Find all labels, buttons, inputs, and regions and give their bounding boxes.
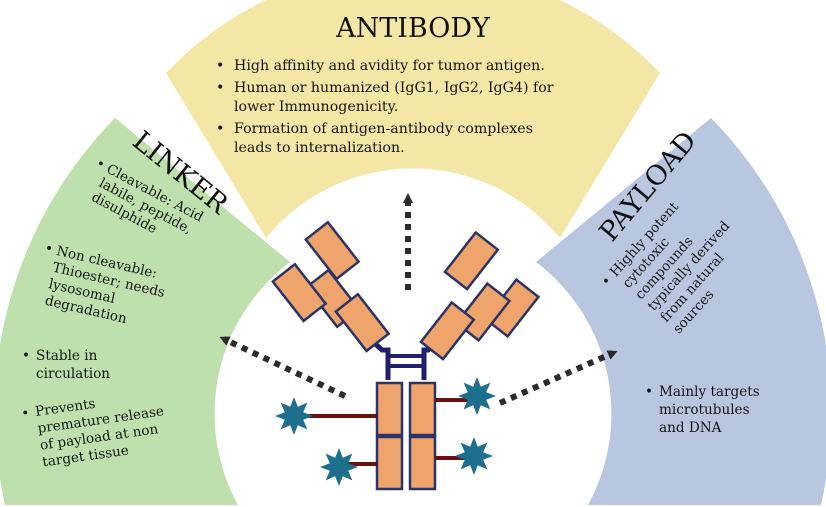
heavy-chain-domain — [443, 230, 500, 291]
fc-domain — [408, 435, 437, 491]
antibody-molecule — [271, 220, 541, 491]
bullet-text-line: Formation of antigen-antibody complexes — [234, 121, 533, 137]
bullet-dot: • — [43, 240, 54, 257]
payload-star — [320, 448, 358, 486]
payload-star — [275, 397, 313, 435]
bullet-text-line: lower Immunogenicity. — [234, 99, 398, 115]
bullet-dot: • — [216, 80, 224, 96]
bullet-dot: • — [20, 405, 30, 422]
arrow-to-payload — [498, 350, 618, 406]
antibody-sector — [166, 0, 660, 238]
linker-sector — [0, 118, 290, 505]
light-chain-domain — [271, 262, 328, 323]
bullet-dot: • — [216, 121, 224, 137]
bullet-text-line: Stable in — [36, 348, 98, 364]
bullet-text-line: Mainly targets — [659, 384, 760, 400]
bullet-text-line: leads to internalization. — [234, 140, 405, 156]
bullet-dot: • — [216, 58, 224, 74]
fc-domain — [375, 381, 404, 437]
bullet-text-line: Human or humanized (IgG1, IgG2, IgG4) fo… — [234, 80, 554, 96]
payload-bullets-targets: • Mainly targets microtubules and DNA — [645, 384, 760, 436]
bullet-dot: • — [22, 348, 30, 364]
linker-bullets-stable: • Stable in circulation — [22, 348, 110, 382]
payload-star — [458, 377, 496, 415]
bullet-text-line: circulation — [36, 366, 110, 382]
heavy-chain-domain — [304, 220, 361, 281]
antibody-bullets: • High affinity and avidity for tumor an… — [216, 58, 554, 156]
bullet-text-line: and DNA — [659, 420, 722, 436]
payload-star — [455, 437, 493, 475]
fc-domain — [408, 381, 437, 437]
heavy-chain-domain — [419, 300, 476, 361]
fc-domain — [375, 435, 404, 491]
payload-stars — [275, 377, 496, 486]
payload-sector — [536, 118, 826, 505]
antibody-title: ANTIBODY — [335, 13, 491, 44]
arrow-to-linker — [219, 336, 347, 399]
bullet-text-line: High affinity and avidity for tumor anti… — [234, 58, 545, 74]
heavy-chain-domain — [334, 292, 391, 353]
bullet-text-line: microtubules — [659, 402, 750, 418]
bullet-dot: • — [645, 384, 653, 400]
